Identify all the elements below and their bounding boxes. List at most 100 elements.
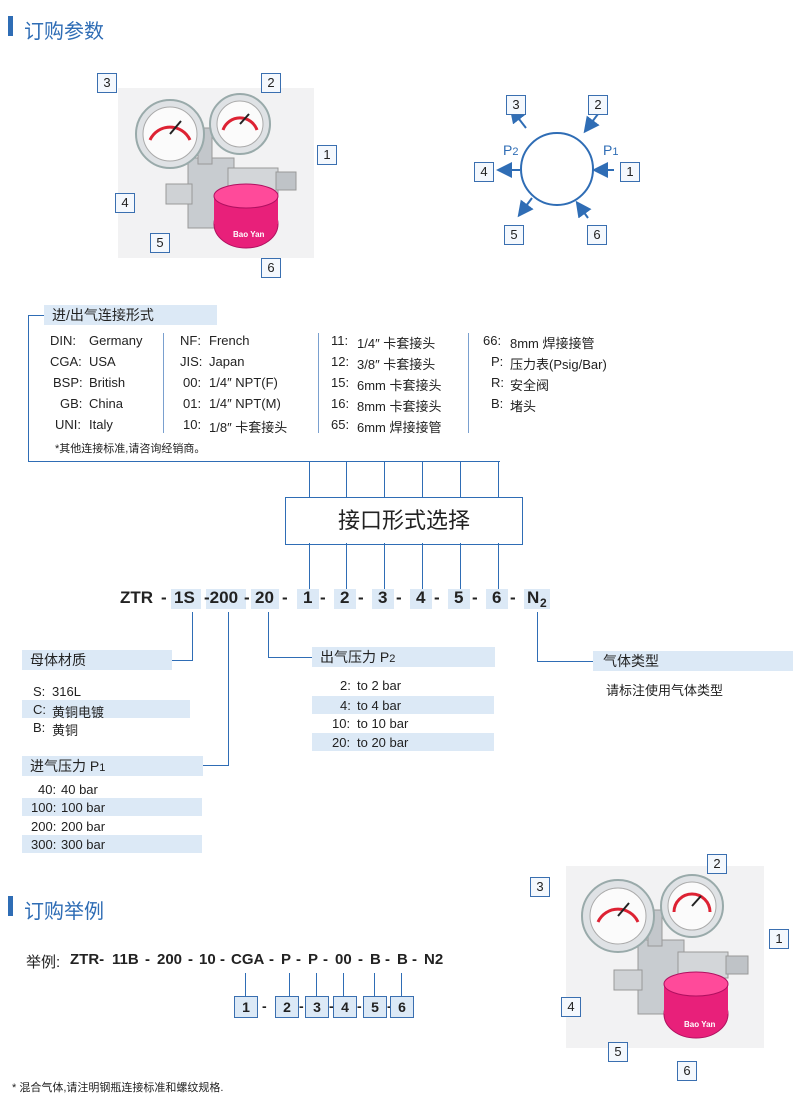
conn-code: P: bbox=[491, 354, 504, 369]
model-code-segment: 1 bbox=[303, 588, 313, 607]
column-divider bbox=[318, 333, 319, 433]
inlet-pressure-title: 进气压力 P1 bbox=[22, 756, 203, 776]
conn-code: 15: bbox=[331, 375, 350, 390]
material-desc: 316L bbox=[52, 684, 81, 699]
conn-desc: Japan bbox=[209, 354, 245, 369]
code-slot-bg bbox=[297, 589, 319, 609]
code-slot-bg bbox=[334, 589, 356, 609]
row-highlight bbox=[312, 733, 494, 751]
model-code-segment: - bbox=[244, 588, 250, 607]
example-segment: P bbox=[308, 951, 319, 968]
model-code-segment: 1S bbox=[174, 588, 195, 607]
conn-desc: 堵头 bbox=[510, 399, 537, 414]
conn-code: B: bbox=[491, 396, 504, 411]
example-box-1: 1 bbox=[234, 996, 258, 1018]
code-slot-bg bbox=[171, 589, 201, 609]
footer-note: * 混合气体,请注明钢瓶连接标准和螺纹规格. bbox=[12, 1082, 224, 1094]
conn-desc: Germany bbox=[89, 333, 143, 348]
connector-line bbox=[498, 543, 499, 589]
conn-code: 00: bbox=[183, 375, 202, 390]
port-label-2: 2 bbox=[588, 95, 608, 115]
connector-line bbox=[309, 461, 310, 497]
example-box-3: 3 bbox=[305, 996, 329, 1018]
inlet-desc: 40 bar bbox=[61, 782, 98, 797]
material-code: C: bbox=[33, 702, 46, 717]
code-slot-bg bbox=[251, 589, 279, 609]
conn-code: 16: bbox=[331, 396, 350, 411]
port-label-3: 3 bbox=[506, 95, 526, 115]
model-code-segment: 5 bbox=[454, 588, 464, 607]
code-slot-bg bbox=[372, 589, 394, 609]
connector-line bbox=[28, 315, 44, 316]
example-segment: 200 bbox=[157, 951, 183, 968]
material-desc: 黄铜电镀 bbox=[52, 705, 105, 720]
conn-code: 11: bbox=[331, 333, 349, 348]
connector-line bbox=[309, 543, 310, 589]
p1-label: P1 bbox=[603, 142, 619, 158]
row-highlight bbox=[312, 696, 494, 714]
connector-line bbox=[537, 612, 538, 662]
example-segment: - bbox=[269, 951, 274, 968]
connector-line bbox=[346, 461, 347, 497]
outlet-code: 20: bbox=[332, 735, 351, 750]
connector-line bbox=[422, 543, 423, 589]
example-segment: - bbox=[188, 951, 193, 968]
section-title-ordering-example: 订购举例 bbox=[24, 901, 104, 923]
conn-desc: 1/4″ NPT(M) bbox=[209, 396, 281, 411]
regulator-illustration bbox=[135, 93, 297, 249]
outlet-desc: to 4 bar bbox=[357, 698, 402, 713]
example-segment: N2 bbox=[424, 951, 444, 968]
port-label-1: 1 bbox=[620, 162, 640, 182]
example-segment: - bbox=[220, 951, 225, 968]
photo-label-5: 5 bbox=[150, 233, 170, 253]
example-segment: - bbox=[323, 951, 328, 968]
conn-desc: 8mm 卡套接头 bbox=[357, 399, 442, 414]
column-divider bbox=[163, 333, 164, 433]
example-segment: - bbox=[385, 951, 390, 968]
example-box-4: 4 bbox=[333, 996, 357, 1018]
photo-label-1: 1 bbox=[317, 145, 337, 165]
conn-desc: 1/4″ 卡套接头 bbox=[357, 336, 436, 351]
port-label-6: 6 bbox=[587, 225, 607, 245]
conn-desc: British bbox=[89, 375, 126, 390]
conn-code: BSP: bbox=[53, 375, 83, 390]
connector-line bbox=[346, 543, 347, 589]
row-highlight bbox=[22, 700, 190, 718]
example-box-dash: - bbox=[357, 998, 362, 1014]
gas-type-note: 请标注使用气体类型 bbox=[606, 683, 724, 698]
example-segment: - bbox=[145, 951, 150, 968]
p2-label: P2 bbox=[503, 142, 519, 158]
conn-code: JIS: bbox=[180, 354, 203, 369]
model-code-segment: - bbox=[510, 588, 516, 607]
connector-line bbox=[460, 543, 461, 589]
example-segment: B bbox=[397, 951, 408, 968]
example-segment: 00 bbox=[335, 951, 352, 968]
example-segment: ZTR- bbox=[70, 951, 105, 968]
example-segment: 10 bbox=[199, 951, 216, 968]
section-marker bbox=[8, 16, 13, 36]
column-divider bbox=[468, 333, 469, 433]
knob-label: Bao Yan bbox=[233, 230, 265, 239]
example-connector bbox=[316, 973, 317, 996]
connector-line bbox=[537, 661, 593, 662]
example-segment: - bbox=[358, 951, 363, 968]
photo-label-3: 3 bbox=[97, 73, 117, 93]
model-code-subscript: 2 bbox=[540, 596, 547, 610]
example-box-5: 5 bbox=[363, 996, 387, 1018]
example-box-dash: - bbox=[262, 998, 267, 1014]
conn-desc: French bbox=[209, 333, 250, 348]
model-code-segment: 2 bbox=[340, 588, 350, 607]
conn-desc: Italy bbox=[89, 417, 113, 432]
code-slot-bg bbox=[206, 589, 246, 609]
conn-desc: 1/8″ 卡套接头 bbox=[209, 420, 288, 435]
section-marker bbox=[8, 896, 13, 916]
connector-line bbox=[192, 612, 193, 660]
connection-note: *其他连接标准,请咨询经销商。 bbox=[55, 443, 206, 455]
model-code-segment: - bbox=[396, 588, 402, 607]
connector-line bbox=[384, 543, 385, 589]
connector-line bbox=[498, 461, 499, 497]
model-code-segment: - bbox=[161, 588, 167, 607]
photo-label-4: 4 bbox=[115, 193, 135, 213]
outlet-code: 4: bbox=[340, 698, 351, 713]
port-diagram bbox=[496, 106, 614, 219]
